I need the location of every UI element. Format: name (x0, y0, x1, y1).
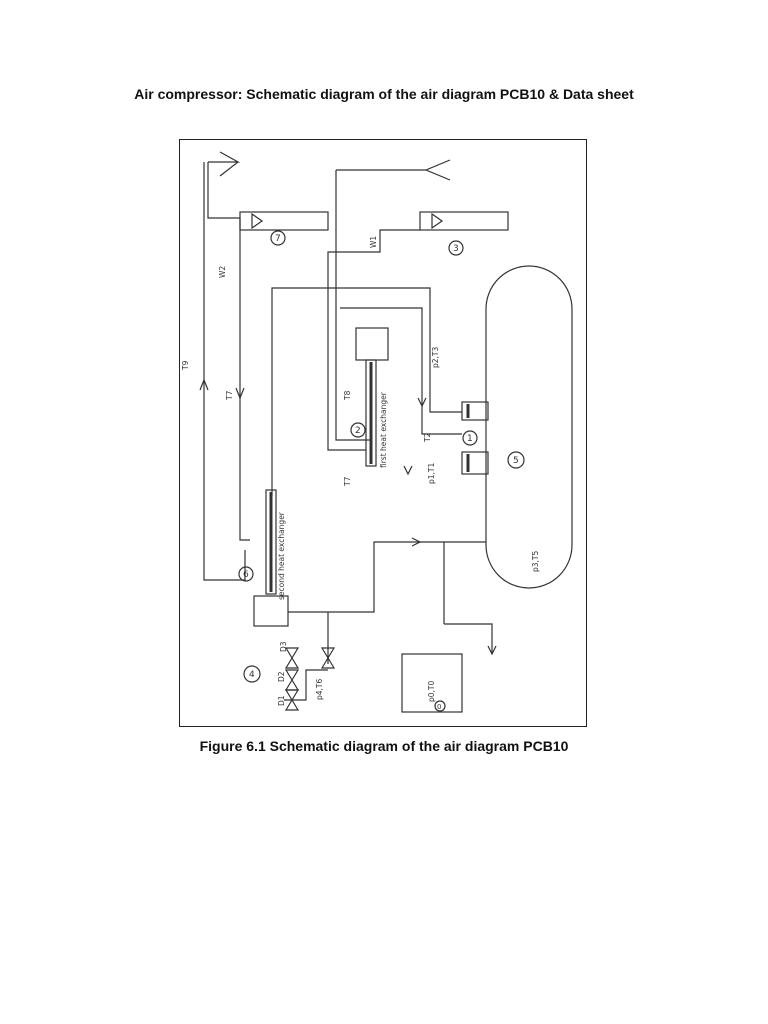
marker-1 (462, 430, 478, 446)
cylinder-lower (461, 451, 489, 475)
rotameter-7 (239, 211, 329, 231)
marker-7 (270, 230, 286, 246)
water-line-left-inner (207, 162, 250, 541)
label-first-heat-exchanger: first heat exchanger (379, 391, 388, 468)
label-t9: T9 (181, 360, 190, 371)
intake-pipe (444, 623, 493, 654)
number-4: 4 (249, 670, 255, 680)
valve-d3 (284, 647, 300, 669)
rotameter-3 (419, 211, 509, 231)
figure-frame: W2 T9 T7 W1 T8 T7 first heat exchanger s… (179, 139, 587, 727)
label-d2: D2 (277, 671, 286, 682)
valve-d1 (284, 689, 300, 711)
marker-5 (507, 451, 525, 469)
air-pipe-second (340, 307, 462, 435)
label-w1: W1 (369, 236, 378, 248)
water-line-left (203, 162, 246, 581)
air-pipe-top (271, 287, 462, 496)
label-t0: p0,T0 (427, 681, 436, 702)
second-heat-exchanger-tube (265, 489, 277, 595)
figure-caption: Figure 6.1 Schematic diagram of the air … (199, 738, 569, 754)
number-6: 6 (243, 570, 249, 580)
valve-d2 (284, 669, 300, 691)
water-line-w1 (327, 229, 420, 451)
number-2: 2 (355, 426, 361, 436)
number-0: 0 (437, 703, 441, 711)
number-3: 3 (453, 244, 459, 254)
label-t7-right: T7 (343, 476, 352, 487)
first-heat-exchanger-tube (365, 359, 377, 467)
marker-3 (448, 240, 464, 256)
number-7: 7 (275, 234, 281, 244)
label-t8: T8 (343, 390, 352, 401)
label-t5: p3,T5 (531, 551, 540, 572)
marker-4 (243, 665, 261, 683)
label-t3: p2,T3 (431, 347, 440, 368)
marker-2 (350, 422, 366, 438)
arrow-t7-left (235, 387, 245, 400)
rotameter-3-float (431, 212, 444, 230)
label-d3: D3 (279, 641, 288, 652)
label-w2: W2 (218, 266, 227, 278)
valve-branch (284, 669, 328, 701)
number-5: 5 (513, 456, 519, 466)
delivery-pipe (288, 541, 486, 613)
first-heat-exchanger-head (355, 327, 389, 361)
label-t2: T2 (423, 432, 432, 443)
receiver-tank (485, 265, 573, 589)
rotameter-7-float (251, 212, 264, 230)
intake-tank (401, 653, 463, 713)
second-heat-exchanger-head (253, 595, 289, 627)
water-line-right-vertical (335, 170, 370, 441)
valve-main (320, 647, 336, 660)
label-second-heat-exchanger: second heat exchanger (277, 511, 286, 600)
marker-0 (434, 700, 446, 712)
cylinder-upper (461, 401, 489, 421)
funnel-right (424, 159, 451, 181)
label-t7-left: T7 (225, 390, 234, 401)
label-d1: D1 (277, 695, 286, 706)
arrow-t9 (199, 378, 209, 391)
marker-6 (238, 566, 254, 582)
funnel-left (208, 151, 241, 177)
number-1: 1 (467, 434, 473, 444)
air-diagram-schematic: W2 T9 T7 W1 T8 T7 first heat exchanger s… (181, 151, 573, 713)
label-t1: p1,T1 (427, 463, 436, 484)
label-t6: p4,T6 (315, 679, 324, 700)
page-title: Air compressor: Schematic diagram of the… (134, 86, 634, 102)
arrow-intake (487, 645, 497, 656)
arrow-delivery (411, 537, 422, 547)
